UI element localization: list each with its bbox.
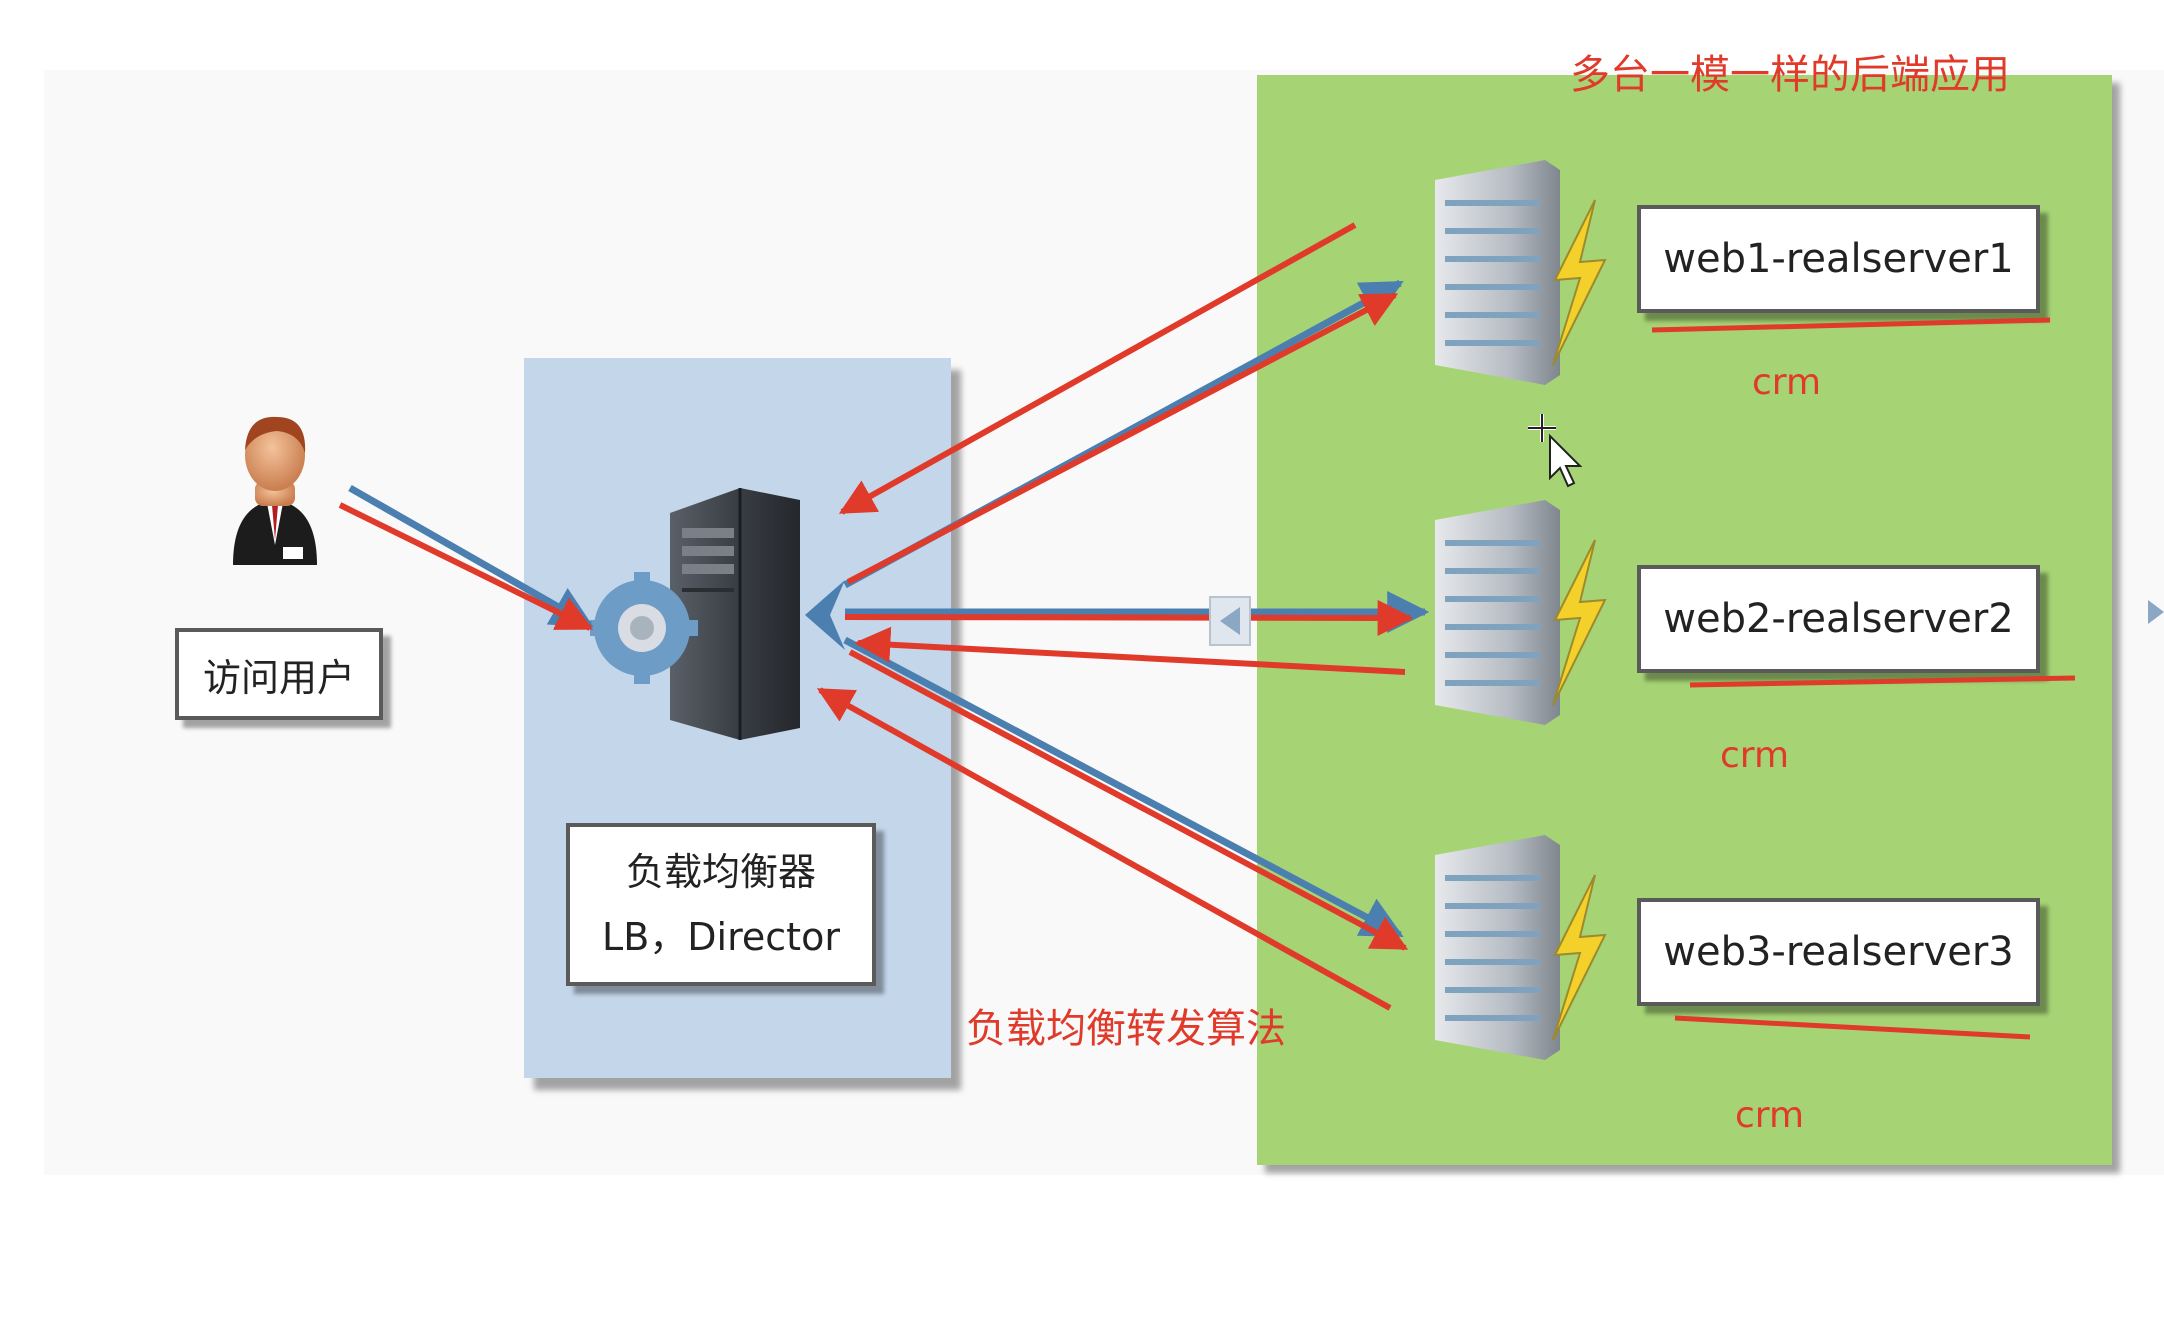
red-arrow-user-to-lb (338, 502, 594, 631)
red-arrow-lb-to-web3 (848, 649, 1409, 951)
gear-icon (590, 572, 698, 684)
underline-web2 (1689, 675, 2076, 688)
web-server-label-box-2: web2-realserver2 (1637, 565, 2040, 673)
web-server-name-2: web2-realserver2 (1663, 596, 2014, 642)
backend-title-annotation: 多台一模一样的后端应用 (1570, 52, 2010, 98)
web-server-name-1: web1-realserver1 (1663, 236, 2014, 282)
load-balancer-label-box: 负载均衡器 LB，Director (566, 823, 876, 986)
backend-server-icon-1 (1435, 160, 1607, 385)
red-arrow-lb-to-web2 (844, 599, 1414, 636)
red-arrow-lb-to-web1 (846, 292, 1399, 585)
mouse-cursor-icon (1528, 414, 1583, 488)
load-balancer-sublabel: LB，Director (602, 914, 840, 959)
app-label-3: crm (1735, 1095, 1805, 1136)
web-server-name-3: web3-realserver3 (1663, 929, 2014, 975)
web-server-label-box-1: web1-realserver1 (1637, 205, 2040, 313)
red-arrow-web3-to-lb (816, 687, 1392, 1011)
underline-web3 (1674, 1015, 2031, 1040)
load-balancer-label: 负载均衡器 (625, 849, 816, 894)
red-arrow-web1-to-lb (838, 222, 1357, 515)
user-person-icon (233, 416, 317, 565)
blue-arrow-lb-to-web3 (843, 636, 1404, 939)
backend-server-icon-2 (1435, 500, 1607, 725)
blue-arrow-user-to-lb (348, 484, 594, 629)
backend-server-icon-3 (1435, 835, 1607, 1060)
user-label-box: 访问用户 (175, 628, 383, 720)
user-label: 访问用户 (202, 655, 355, 700)
algorithm-annotation: 负载均衡转发算法 (966, 1006, 1286, 1052)
underline-web1 (1651, 317, 2051, 333)
web-server-label-box-3: web3-realserver3 (1637, 898, 2040, 1006)
slide-right-handle (2148, 600, 2164, 624)
app-label-1: crm (1752, 362, 1822, 403)
load-balancer-server-icon (590, 488, 800, 740)
lb-blue-arrowhead (805, 580, 845, 650)
red-arrow-web2-to-lb (854, 626, 1406, 675)
app-label-2: crm (1720, 735, 1790, 776)
